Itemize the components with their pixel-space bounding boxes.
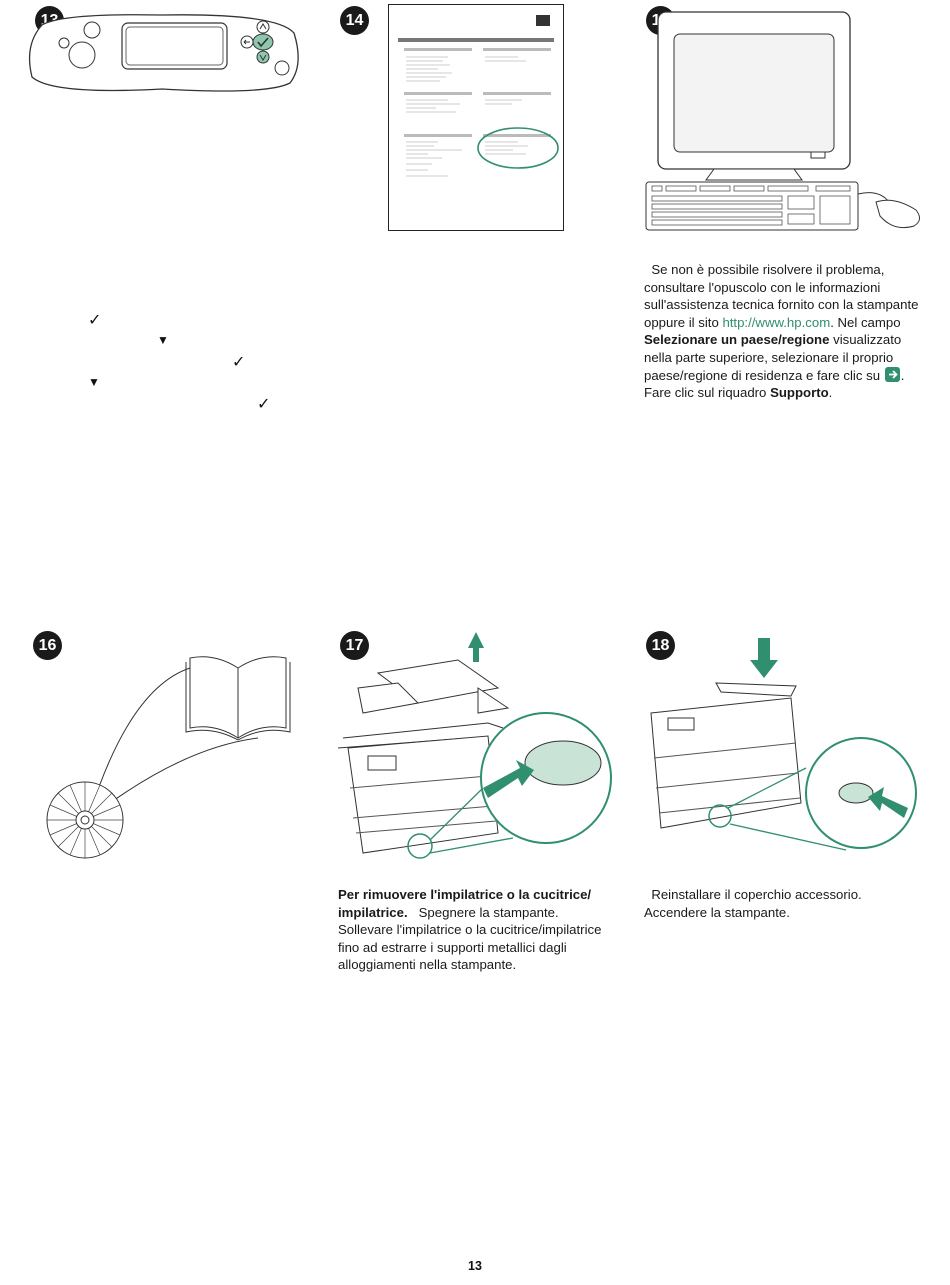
check-mark-icon: ✓ — [257, 396, 271, 413]
step-18-text: Reinstallare il coperchio accessorio. Ac… — [644, 886, 914, 921]
step-15-text-part: . — [828, 385, 833, 401]
step-17-heading: Per rimuovere l'impilatrice o la cucitri… — [338, 887, 592, 920]
step-15-text-part: visualizzato nella parte superiore, sele… — [644, 332, 902, 383]
check-mark-icon: ✓ — [232, 354, 246, 371]
booklet-and-cd-illustration — [46, 656, 291, 859]
step-17-instructions: Spegnere la stampante. Sollevare l'impil… — [338, 904, 602, 973]
configuration-page-illustration — [388, 4, 564, 231]
step-badge-18: 18 — [646, 631, 675, 660]
step-badge-17: 17 — [340, 631, 369, 660]
down-arrow-icon: ▼ — [88, 375, 100, 389]
step-15-text: Se non è possibile risolvere il problema… — [644, 261, 924, 402]
hp-website-link[interactable]: http://www.hp.com — [722, 314, 831, 330]
page-number: 13 — [468, 1259, 482, 1273]
reinstall-cover-illustration — [650, 638, 917, 851]
step-15-text-part: . Nel campo — [830, 314, 901, 330]
step-17-text: Per rimuovere l'impilatrice o la cucitri… — [338, 886, 613, 974]
step-15-text-part: . Fare clic sul riquadro — [644, 367, 905, 401]
hp-logo-icon — [536, 15, 550, 26]
check-mark-icon: ✓ — [88, 312, 102, 329]
step-badge-14: 14 — [340, 6, 369, 35]
computer-illustration — [645, 11, 920, 231]
go-arrow-icon[interactable] — [884, 366, 900, 382]
remove-stacker-illustration — [338, 632, 612, 859]
down-arrow-icon: ▼ — [157, 333, 169, 347]
country-field-label: Selezionare un paese/regione — [644, 332, 830, 348]
step-badge-16: 16 — [33, 631, 62, 660]
support-label: Supporto — [770, 385, 829, 401]
step-18-instructions: Reinstallare il coperchio accessorio. Ac… — [644, 887, 862, 920]
step-15-text-part: Se non è possibile risolvere il problema… — [644, 262, 919, 330]
control-panel-illustration — [28, 14, 299, 92]
